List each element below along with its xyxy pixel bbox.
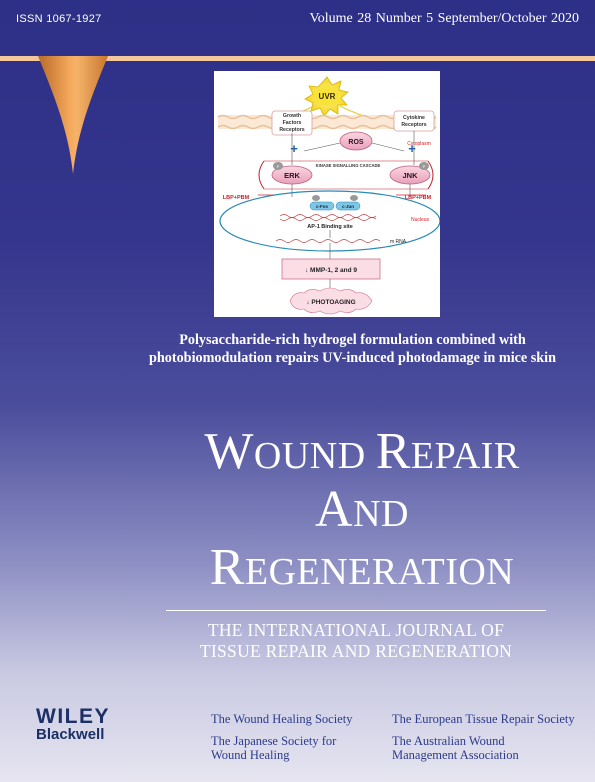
journal-title-line: AND xyxy=(315,481,409,538)
svg-text:Receptors: Receptors xyxy=(279,127,304,133)
svg-text:↓ MMP-1, 2 and 9: ↓ MMP-1, 2 and 9 xyxy=(305,267,357,274)
cone-logo-icon xyxy=(38,56,108,174)
journal-title-line: REGENERATION xyxy=(209,539,515,596)
nucleus-outline xyxy=(219,190,440,252)
svg-text:Cytokine: Cytokine xyxy=(403,115,425,121)
jnk-node: P JNK xyxy=(389,162,431,185)
svg-text:JNK: JNK xyxy=(402,171,418,180)
svg-text:Factors: Factors xyxy=(283,120,302,126)
pathway-figure: UVR Growth Factors Receptors Cytokine Re… xyxy=(214,71,440,317)
receptor-left: Growth Factors Receptors xyxy=(271,110,313,136)
svg-text:c-Jun: c-Jun xyxy=(342,204,354,209)
treatment-right-label: LBP+PBM xyxy=(405,195,432,201)
issn: ISSN 1067-1927 xyxy=(16,13,102,25)
ros-node: ROS xyxy=(339,131,373,151)
cytoplasm-label: Cytoplasm xyxy=(407,141,431,147)
mrna-label: m RNA xyxy=(390,239,407,245)
svg-text:Receptors: Receptors xyxy=(401,122,426,128)
plus-icon: + xyxy=(408,141,416,156)
cascade-label: KINASE SIGNALLING CASCADE xyxy=(316,163,381,168)
society-wound-healing: The Wound Healing Society xyxy=(211,712,353,726)
uvr-label: UVR xyxy=(319,92,336,101)
top-rule xyxy=(0,56,595,61)
publisher-imprint: Blackwell xyxy=(36,726,105,743)
nucleus-label: Nucleus xyxy=(411,217,430,223)
society-japanese: The Japanese Society for Wound Healing xyxy=(211,734,337,762)
journal-title-line: WOUND REPAIR xyxy=(204,423,520,480)
journal-subtitle: THE INTERNATIONAL JOURNAL OF TISSUE REPA… xyxy=(199,620,513,661)
svg-text:P: P xyxy=(277,164,280,169)
plus-icon: + xyxy=(290,141,298,156)
svg-text:↓ PHOTOAGING: ↓ PHOTOAGING xyxy=(306,299,355,306)
svg-text:Growth: Growth xyxy=(283,113,301,119)
erk-node: P ERK xyxy=(271,162,313,185)
issue-info: Volume 28 Number 5 September/October 202… xyxy=(309,11,579,26)
publisher-logo: WILEY Blackwell xyxy=(36,706,110,743)
article-title: Polysaccharide-rich hydrogel formulation… xyxy=(148,332,557,366)
society-australian: The Australian Wound Management Associat… xyxy=(392,734,519,762)
mmp-box: ↓ MMP-1, 2 and 9 xyxy=(281,258,381,280)
photoaging-node: ↓ PHOTOAGING xyxy=(289,287,373,315)
journal-title: WOUND REPAIR AND REGENERATION xyxy=(162,425,562,599)
ap1-complex: c-Fos c-Jun xyxy=(309,195,361,211)
binding-site-label: AP-1 Binding site xyxy=(307,224,353,230)
treatment-left-label: LBP+PBM xyxy=(223,195,250,201)
publisher-name: WILEY xyxy=(36,705,110,728)
society-european: The European Tissue Repair Society xyxy=(392,712,575,726)
svg-text:ROS: ROS xyxy=(348,139,364,146)
svg-text:ERK: ERK xyxy=(284,171,300,180)
svg-text:P: P xyxy=(423,164,426,169)
receptor-right: Cytokine Receptors xyxy=(393,110,435,132)
svg-text:c-Fos: c-Fos xyxy=(316,204,328,209)
title-divider xyxy=(166,610,546,611)
